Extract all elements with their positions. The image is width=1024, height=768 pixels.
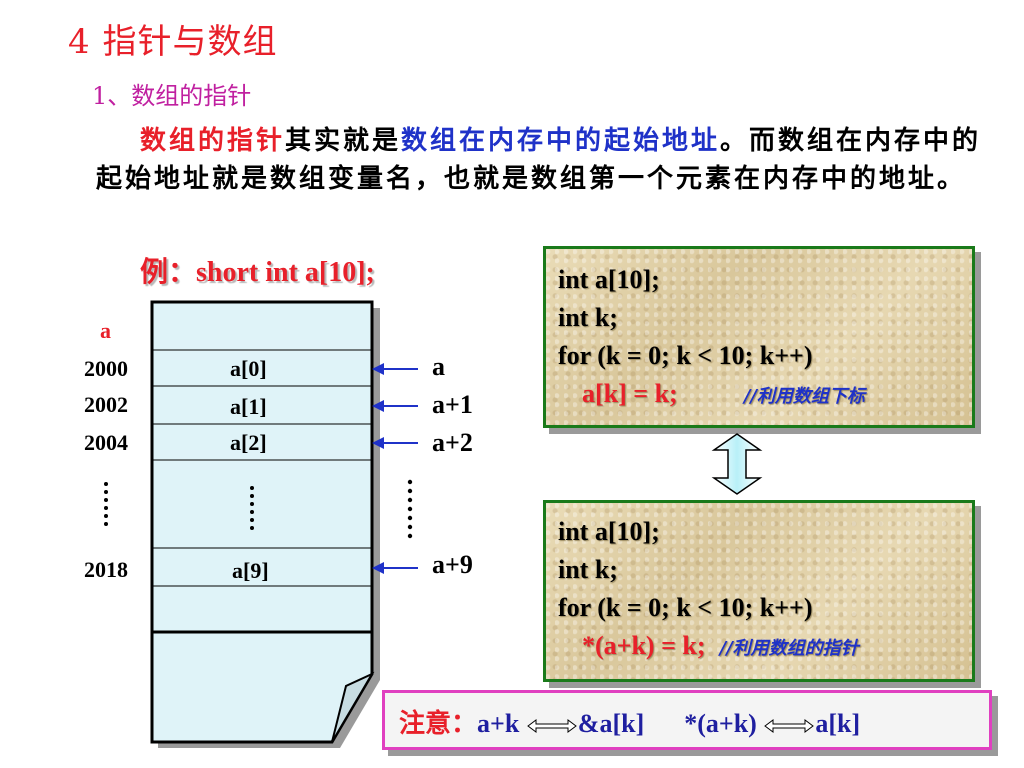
definition-paragraph: 数组的指针其实就是数组在内存中的起始地址。而数组在内存中的起始地址就是数组变量名… — [96, 122, 996, 198]
code-line: for (k = 0; k < 10; k++) — [558, 341, 813, 370]
array-name-label: a — [100, 318, 111, 343]
slide-title: 4 指针与数组 — [68, 22, 278, 62]
double-arrow-icon — [711, 433, 763, 495]
array-cell: a[1] — [230, 394, 267, 419]
code-line: for (k = 0; k < 10; k++) — [558, 593, 813, 622]
code-statement: a[k] = k; — [582, 379, 678, 408]
arrow-left-icon — [372, 363, 384, 375]
code-line: int a[10]; — [558, 265, 660, 294]
note-text: 注意：a+k &a[k] *(a+k) a[k] — [399, 703, 860, 740]
arrow-left-icon — [372, 437, 384, 449]
array-cell: a[2] — [230, 430, 267, 455]
code-block: int a[10]; int k; for (k = 0; k < 10; k++)… — [558, 261, 865, 416]
note-expr: *(a+k) — [684, 709, 757, 738]
example-declaration: 例：short int a[10]; — [140, 257, 375, 288]
code-block: int a[10]; int k; for (k = 0; k < 10; k++)… — [558, 513, 859, 668]
address-label: 2004 — [84, 430, 128, 455]
code-box-pointer: int a[10]; int k; for (k = 0; k < 10; k++)… — [543, 500, 975, 682]
arrow-left-icon — [372, 562, 384, 574]
code-line: int k; — [558, 555, 618, 584]
pointer-label: a+2 — [432, 428, 473, 457]
note-expr: &a[k] — [577, 709, 645, 738]
ellipsis-dots — [407, 479, 413, 539]
code-box-subscript: int a[10]; int k; for (k = 0; k < 10; k++)… — [543, 246, 975, 428]
para-part2: 。而数组在内存中的起始地址就是数组变量名，也就是数组第一个元素在内存中的地址。 — [96, 126, 982, 194]
address-label: 2000 — [84, 356, 128, 381]
para-part1: 其实就是 — [285, 126, 402, 156]
code-line: int a[10]; — [558, 517, 660, 546]
term-text: 数组的指针 — [140, 126, 286, 156]
highlight-text: 数组在内存中的起始地址 — [401, 126, 721, 156]
note-expr: a+k — [477, 709, 520, 738]
code-line: int k; — [558, 303, 618, 332]
slide-subtitle: 1、数组的指针 — [92, 82, 252, 110]
double-arrow-icon — [526, 719, 577, 734]
pointer-label: a — [432, 352, 445, 381]
arrow-left-icon — [372, 400, 384, 412]
note-label: 注意： — [399, 709, 478, 738]
code-statement: *(a+k) = k; — [582, 631, 706, 660]
ellipsis-dots — [250, 486, 254, 530]
pointer-label: a+1 — [432, 390, 473, 419]
code-comment: //利用数组下标 — [743, 386, 865, 407]
code-comment: //利用数组的指针 — [719, 638, 859, 659]
pointer-label: a+9 — [432, 550, 473, 579]
address-label: 2002 — [84, 392, 128, 417]
note-expr: a[k] — [815, 709, 861, 738]
memory-block — [150, 300, 380, 748]
address-label: 2018 — [84, 557, 128, 582]
array-cell: a[9] — [232, 558, 269, 583]
note-box: 注意：a+k &a[k] *(a+k) a[k] — [382, 690, 992, 750]
double-arrow-icon — [764, 719, 815, 734]
ellipsis-dots — [104, 482, 108, 526]
array-cell: a[0] — [230, 356, 267, 381]
